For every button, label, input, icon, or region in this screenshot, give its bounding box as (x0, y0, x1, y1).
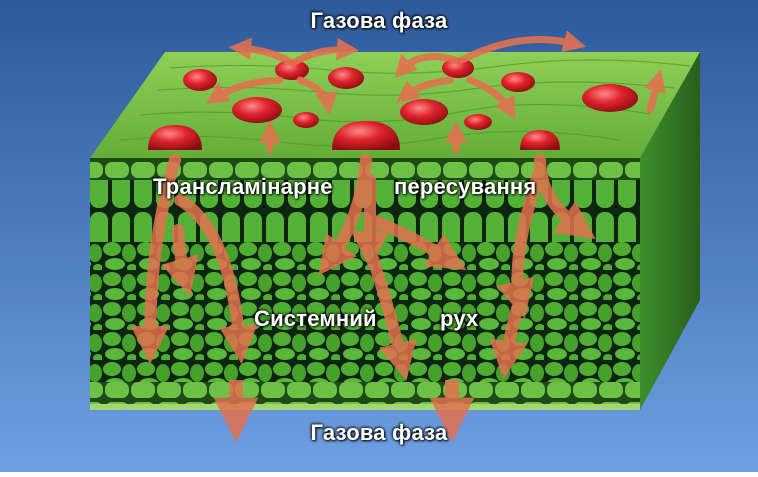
cuticle-bottom (90, 404, 640, 410)
flow-label: рух (440, 306, 479, 332)
droplet (501, 72, 535, 92)
droplet (582, 84, 638, 112)
lower-epidermis (90, 382, 640, 404)
droplet (464, 114, 492, 130)
systemic-label: Системний (254, 306, 377, 332)
droplet (232, 97, 282, 123)
droplet (400, 99, 448, 125)
arrow (178, 230, 185, 278)
translaminar-label: Транcламінарне (153, 174, 333, 200)
droplet (328, 67, 364, 89)
droplet (293, 112, 319, 128)
droplet (183, 69, 217, 91)
gas-phase-bottom-label: Газова фаза (0, 420, 758, 446)
gas-phase-top-label: Газова фаза (0, 8, 758, 34)
movement-label: пересування (394, 174, 536, 200)
